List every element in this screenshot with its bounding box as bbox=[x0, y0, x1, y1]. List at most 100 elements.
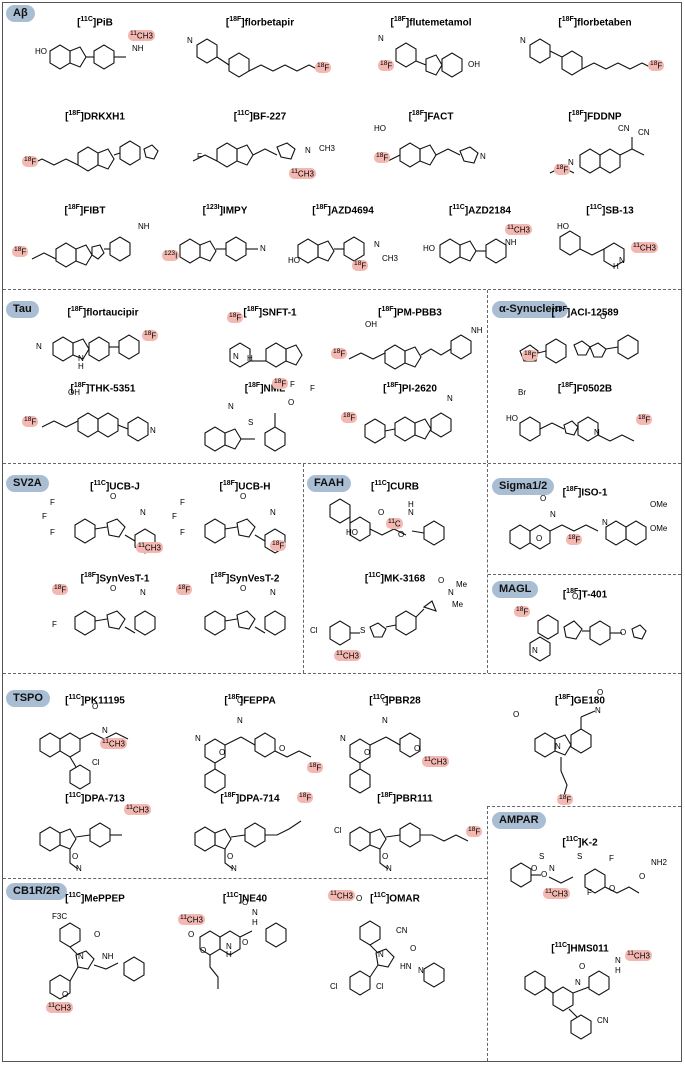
compound-omar: [11C]OMAR O CN O N Cl Cl HN N 11CH3 bbox=[320, 890, 470, 1017]
structure-florbetapir bbox=[196, 38, 322, 78]
compound-fibt: [18F]FIBT NH 18F bbox=[10, 202, 160, 274]
structure-ucb-j bbox=[74, 518, 156, 554]
divider-ampar-top bbox=[487, 806, 681, 807]
tag-tspo: TSPO bbox=[6, 690, 50, 707]
structure-iso-1 bbox=[509, 520, 647, 550]
compound-nml: [18F]NML N S O F F 18F bbox=[190, 378, 340, 462]
divider-sv2a-bottom bbox=[3, 673, 681, 674]
compound-impy: [123I]IMPY N 123I bbox=[150, 202, 300, 274]
compound-t-401: [18F]T-401 O O N 18F bbox=[510, 586, 660, 678]
compound-ucb-j: [11C]UCB-J F F F O N 11CH3 bbox=[40, 478, 190, 565]
compound-pbr111: [18F]PBR111 Cl O N 18F bbox=[330, 790, 483, 887]
compound-k-2: [11C]K-2 S O O N S F O O NH2 F 11CH3 bbox=[505, 834, 667, 931]
structure-drkxh1 bbox=[29, 140, 159, 172]
divider-abeta-bottom bbox=[3, 289, 681, 290]
tag-magl: MAGL bbox=[492, 581, 539, 598]
compound-snft-1: [18F]SNFT-1 N H 18F bbox=[195, 304, 345, 381]
structure-mk-3168 bbox=[329, 600, 437, 646]
divider-sv2a-faah bbox=[303, 464, 304, 673]
tag-ampar: AMPAR bbox=[492, 812, 546, 829]
structure-ucb-h bbox=[204, 518, 286, 554]
structure-nml bbox=[204, 413, 286, 452]
structure-thk-5351 bbox=[41, 412, 149, 442]
structure-flutemetamol bbox=[395, 42, 463, 78]
structure-f0502b bbox=[519, 416, 635, 442]
compound-feppa: [18F]FEPPA O N N O O 18F bbox=[175, 692, 325, 799]
structure-florbetaben bbox=[529, 38, 655, 76]
compound-dpa-714: [18F]DPA-714 O N 18F bbox=[175, 790, 325, 887]
compound-flutemetamol: [18F]flutemetamol N OH 18F bbox=[356, 14, 506, 86]
compound-pm-pbb3: [18F]PM-PBB3 OH NH 18F bbox=[331, 304, 485, 381]
structure-pi-2620 bbox=[364, 412, 452, 444]
structure-sb-13 bbox=[559, 230, 625, 268]
structure-dpa-713 bbox=[39, 822, 122, 870]
compound-hms011: [11C]HMS011 O N N H CN 11CH3 bbox=[505, 940, 655, 1057]
compound-thk-5351: [18F]THK-5351 OH N 18F bbox=[22, 380, 178, 457]
tag-faah: FAAH bbox=[307, 475, 351, 492]
compound-pk11195: [11C]PK11195 O N Cl 11CH3 bbox=[20, 692, 170, 799]
structure-pbr111 bbox=[349, 822, 469, 870]
divider-cb-top bbox=[3, 878, 487, 879]
tag-tau: Tau bbox=[6, 301, 39, 318]
compound-fddnp: [18F]FDDNP CN CN N 18F bbox=[520, 108, 670, 185]
structure-synvest-2 bbox=[204, 610, 286, 636]
compound-meppep: [11C]MePPEP F3C O N NH O 11CH3 bbox=[20, 890, 170, 1047]
structure-pk11195 bbox=[39, 732, 129, 790]
compound-florbetapir: [18F]florbetapir N 18F bbox=[185, 14, 335, 86]
tag-alpha-synuclein: α-Synuclein bbox=[492, 301, 569, 318]
structure-dpa-714 bbox=[194, 820, 302, 870]
compound-iso-1: [18F]ISO-1 O N O N OMe OMe 18F bbox=[509, 484, 667, 571]
divider-tau-asyn bbox=[487, 290, 488, 463]
compound-pi-2620: [18F]PI-2620 N 18F bbox=[335, 380, 485, 457]
structure-k-2 bbox=[510, 862, 640, 894]
structure-ne40 bbox=[199, 922, 287, 990]
compound-dpa-713: [11C]DPA-713 O N 11CH3 bbox=[20, 790, 170, 887]
structure-omar bbox=[349, 920, 445, 996]
structure-fibt bbox=[31, 236, 131, 268]
structure-pbr28 bbox=[349, 732, 421, 794]
compound-mk-3168: [11C]MK-3168 Cl S O N Me Me 11CH3 bbox=[310, 570, 470, 667]
structure-pm-pbb3 bbox=[348, 334, 472, 370]
structure-azd4694 bbox=[297, 236, 365, 264]
compound-florbetaben: [18F]florbetaben N 18F bbox=[520, 14, 670, 86]
structure-t-401 bbox=[529, 614, 647, 662]
compound-synvest-2: [18F]SynVesT-2 O N 18F bbox=[170, 570, 320, 657]
compound-f0502b: [18F]F0502B Br HO N 18F bbox=[506, 380, 660, 457]
structure-impy bbox=[179, 236, 258, 264]
compound-pbr28: [11C]PBR28 O N N O O 11CH3 bbox=[320, 692, 470, 799]
tag-abeta: Aβ bbox=[6, 5, 35, 22]
compound-fact: [18F]FACT HO N 18F bbox=[356, 108, 506, 185]
structure-hms011 bbox=[524, 970, 610, 1040]
divider-tau-bottom bbox=[3, 463, 681, 464]
divider-ampar-left bbox=[487, 806, 488, 1061]
structure-flortaucipir bbox=[52, 334, 140, 362]
compound-bf-227: [11C]BF-227 F N CH3 11CH3 bbox=[185, 108, 335, 185]
compound-ne40: [11C]NE40 O O N H N H O O 11CH3 bbox=[170, 890, 320, 1007]
structure-feppa bbox=[204, 732, 312, 794]
compound-azd4694: [18F]AZD4694 HO N CH3 18F bbox=[268, 202, 418, 279]
structure-azd2184 bbox=[439, 238, 507, 264]
compound-aci-12589: [18F]ACI-12589 O 18F bbox=[510, 304, 660, 381]
structure-pib bbox=[49, 44, 126, 70]
tag-cb1r-2r: CB1R/2R bbox=[6, 883, 68, 900]
compound-azd2184: [11C]AZD2184 HO NH 11CH3 bbox=[405, 202, 555, 274]
structure-synvest-1 bbox=[74, 610, 156, 636]
compound-synvest-1: [18F]SynVesT-1 F O N 18F bbox=[40, 570, 190, 657]
tag-sv2a: SV2A bbox=[6, 475, 49, 492]
tag-sigma: Sigma1/2 bbox=[492, 478, 555, 495]
structure-ge180 bbox=[534, 710, 596, 800]
compound-ge180: [18F]GE180 O O N N 18F bbox=[505, 688, 655, 819]
structure-bf-227 bbox=[192, 142, 296, 168]
compound-ucb-h: [18F]UCB-H F F F O N 18F bbox=[170, 478, 320, 565]
compound-drkxh1: [18F]DRKXH1 18F bbox=[20, 108, 170, 175]
structure-meppep bbox=[49, 922, 145, 1000]
divider-faah-sigma bbox=[487, 464, 488, 673]
compound-flortaucipir: [18F]flortaucipir N H N 18F bbox=[28, 304, 178, 381]
compound-name: [11C]PiB bbox=[77, 16, 113, 29]
divider-sigma-magl bbox=[488, 574, 681, 575]
compound-curb: [11C]CURB HO O H N O 11C bbox=[320, 478, 470, 565]
compound-sb-13: [11C]SB-13 HO H N 11CH3 bbox=[535, 202, 685, 284]
structure-curb bbox=[329, 498, 445, 546]
structure-snft-1 bbox=[229, 342, 303, 368]
